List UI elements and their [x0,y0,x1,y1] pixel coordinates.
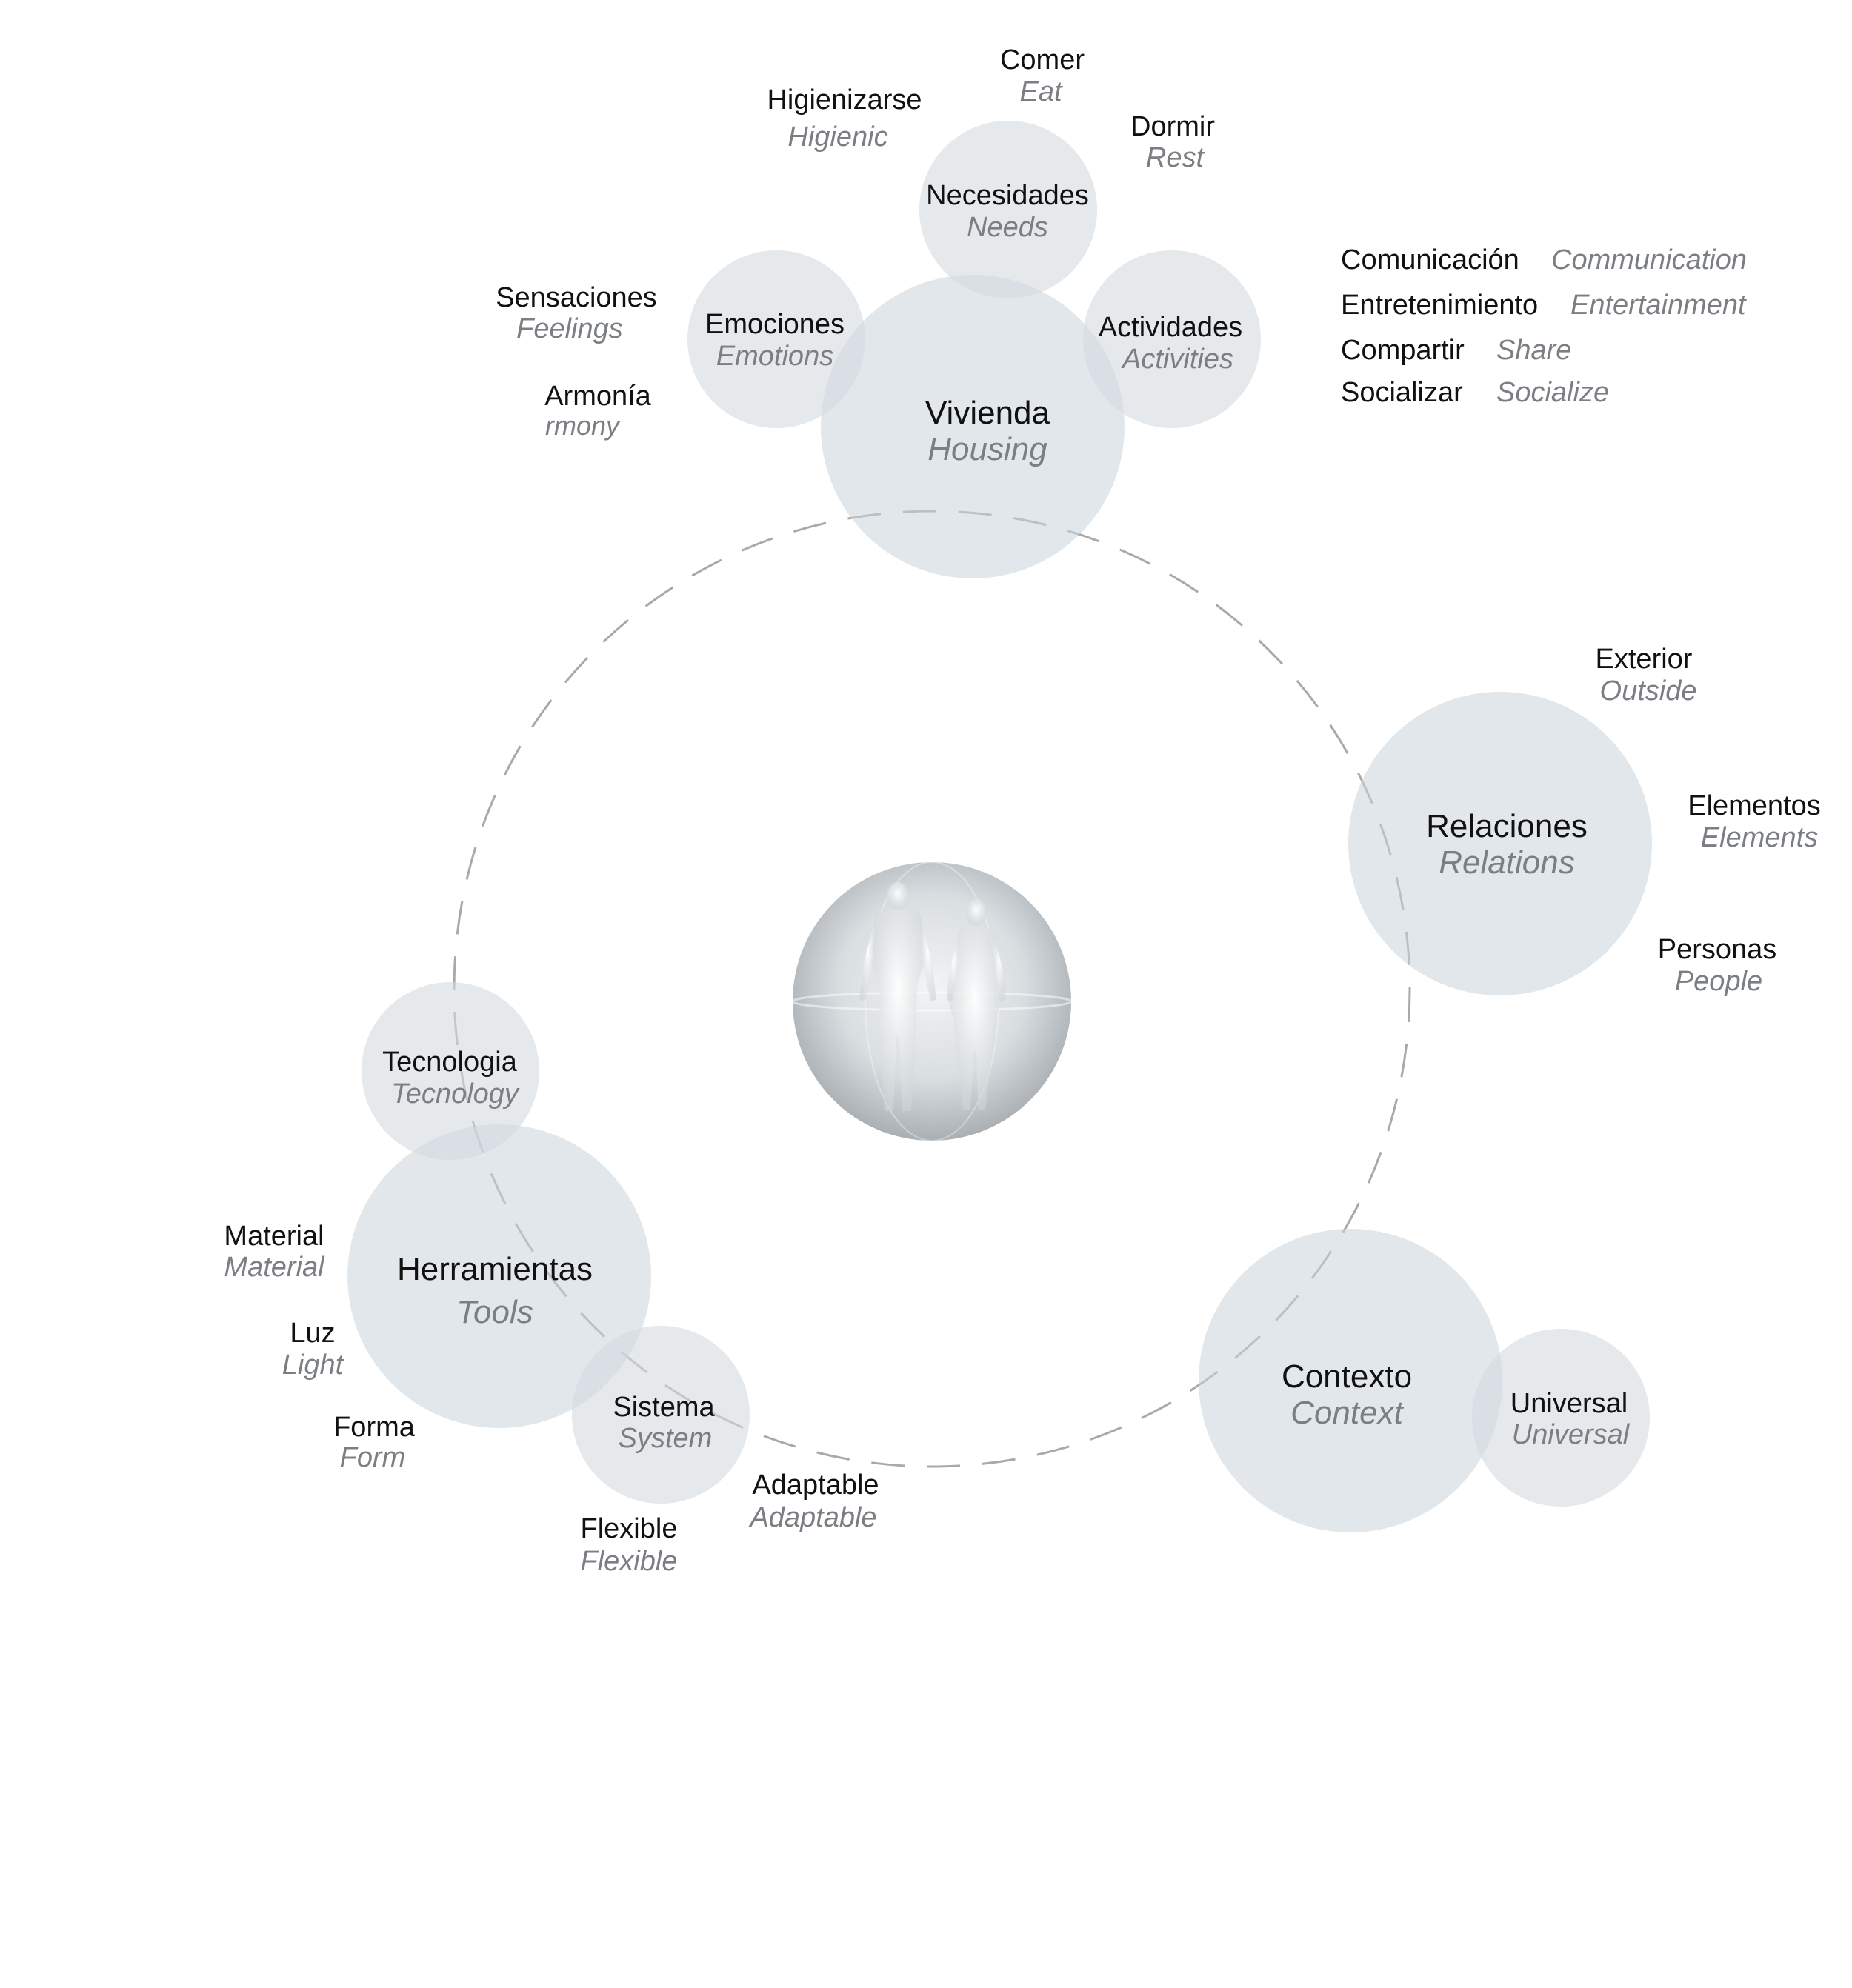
system-es: Sistema [613,1392,715,1423]
activity-list-item-es: Socializar [1341,377,1463,408]
technology-circle [362,982,539,1160]
context-circle [1199,1229,1502,1532]
elements-en: Elements [1701,822,1818,853]
context-es: Contexto [1282,1358,1412,1395]
people-en: People [1675,966,1762,997]
people-es: Personas [1658,934,1777,965]
universal-circle [1472,1329,1650,1507]
hygiene-en: Higienic [787,121,887,153]
activities-es: Actividades [1099,312,1242,343]
outside-es: Exterior [1596,644,1693,675]
adaptable-es: Adaptable [752,1470,879,1501]
activity-list-item-es: Entretenimiento [1341,290,1538,321]
relations-es: Relaciones [1426,808,1588,844]
technology-es: Tecnologia [382,1047,518,1078]
emotions-es: Emociones [705,309,845,340]
harmony-es: Armonía [544,381,651,412]
housing-es: Vivienda [925,395,1050,431]
needs-es: Necesidades [926,180,1089,211]
elements-es: Elementos [1688,790,1821,821]
relations-circle [1348,692,1652,995]
activity-list-item-en: Entertainment [1570,290,1747,321]
universal-es: Universal [1510,1388,1628,1419]
needs-circle [919,121,1097,298]
adaptable-en: Adaptable [748,1502,876,1533]
context-en: Context [1290,1395,1404,1431]
relations-en: Relations [1439,844,1574,881]
feelings-es: Sensaciones [496,282,657,313]
activity-list-item-en: Share [1496,335,1571,366]
flexible-es: Flexible [581,1513,678,1544]
tools-circle [347,1124,651,1428]
activity-list-item-en: Socialize [1496,377,1609,408]
form-es: Forma [333,1412,416,1443]
system-circle [572,1326,750,1504]
harmony-en: rmony [545,410,621,441]
activity-list-item-es: Compartir [1341,335,1465,366]
center-sphere-image [791,861,1073,1141]
eat-es: Comer [1000,44,1085,76]
technology-en: Tecnology [391,1078,520,1110]
tools-en: Tools [456,1294,533,1330]
activities-en: Activities [1121,344,1233,375]
light-en: Light [282,1350,344,1381]
housing-en: Housing [927,431,1047,467]
activity-list-item-en: Communication [1551,244,1747,276]
housing-circle [821,275,1125,578]
hygiene-es: Higienizarse [767,84,922,116]
tools-es: Herramientas [397,1251,593,1287]
flexible-en: Flexible [581,1546,678,1577]
material-en: Material [224,1252,325,1283]
outside-en: Outside [1600,676,1697,707]
rest-es: Dormir [1130,111,1215,142]
eat-en: Eat [1019,76,1062,107]
material-es: Material [224,1221,324,1252]
light-es: Luz [290,1318,335,1349]
activity-list: Comunicación Communication Entretenimien… [1341,244,1747,408]
activities-circle [1083,250,1261,428]
activity-list-item-es: Comunicación [1341,244,1519,276]
feelings-en: Feelings [516,313,623,344]
emotions-circle [687,250,865,428]
universal-en: Universal [1512,1419,1631,1450]
system-en: System [619,1423,713,1454]
rest-en: Rest [1146,142,1205,173]
emotions-en: Emotions [716,341,833,372]
needs-en: Needs [967,212,1048,243]
form-en: Form [340,1442,406,1473]
